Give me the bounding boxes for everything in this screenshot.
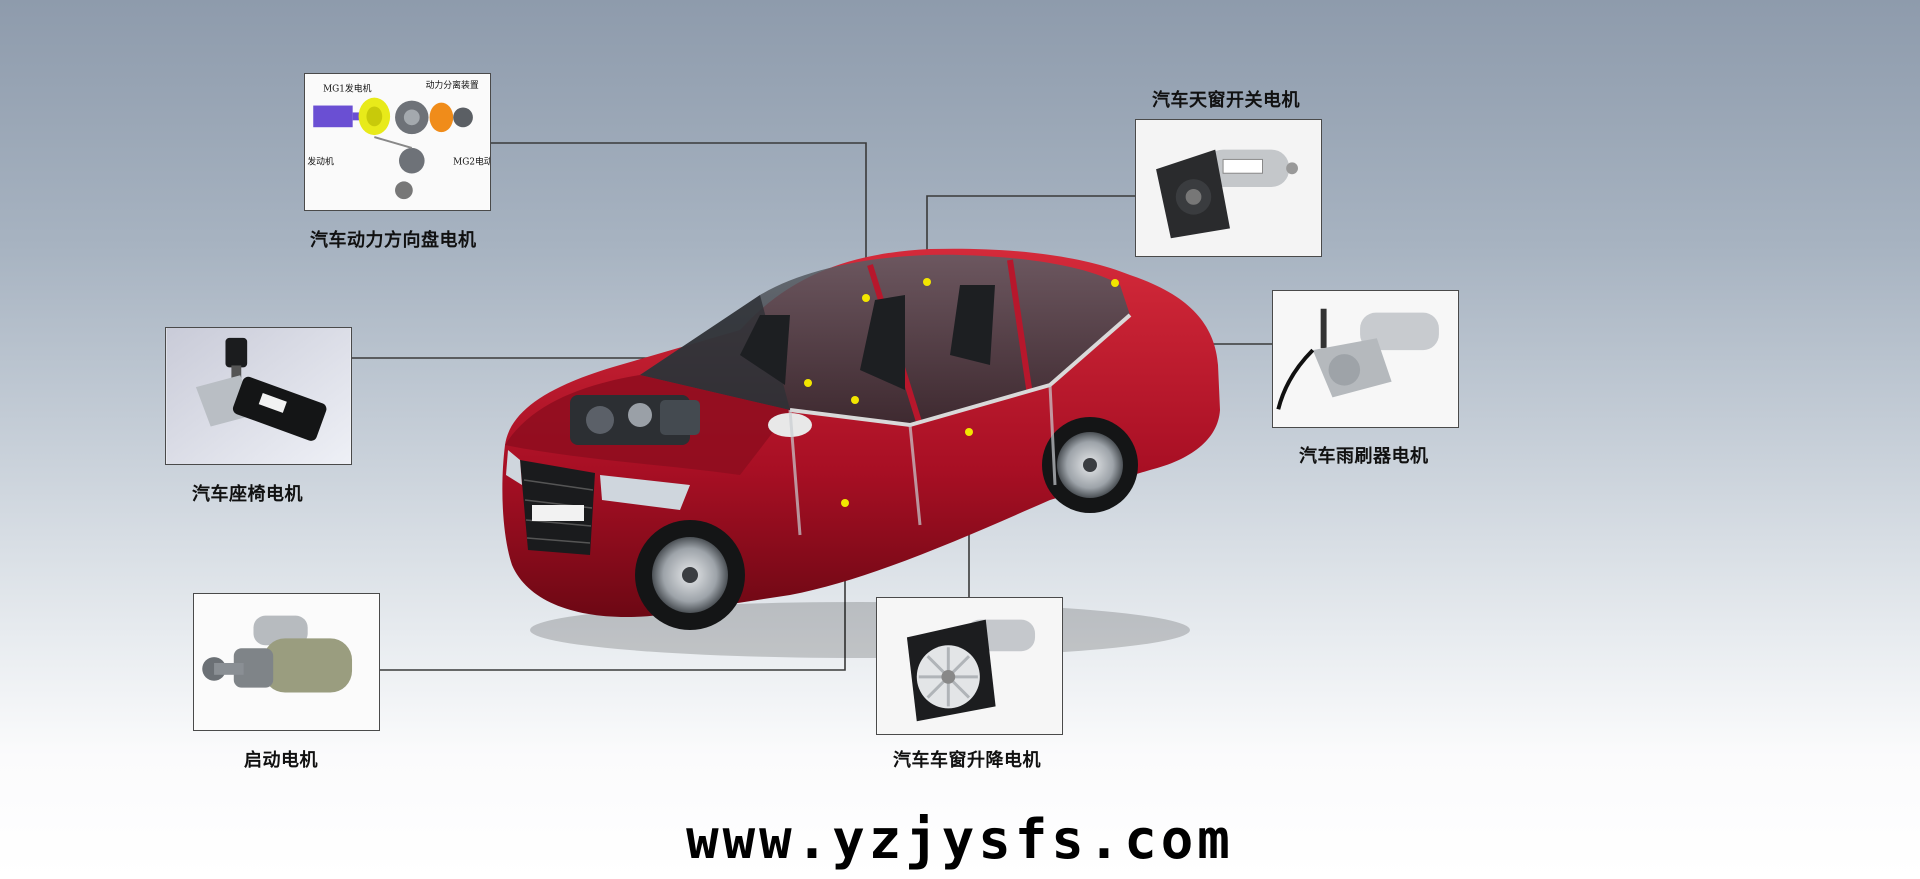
svg-text:发动机: 发动机 [307,156,334,168]
starter-motor-image [194,594,379,730]
marker-starter [841,499,849,507]
car-illustration [490,235,1230,665]
label-window-motor: 汽车车窗升降电机 [893,750,1041,771]
marker-steering [862,294,870,302]
label-starter-motor: 启动电机 [244,750,318,771]
seat-motor-image [166,328,351,464]
wiper-motor-image [1273,291,1458,427]
panel-seat-motor [165,327,352,465]
panel-wiper-motor [1272,290,1459,428]
label-seat-motor: 汽车座椅电机 [192,484,303,505]
panel-sunroof-motor [1135,119,1322,257]
engine-block-icon [313,105,353,128]
label-steering-motor: 汽车动力方向盘电机 [310,230,477,251]
leader-line-steering [491,142,867,300]
svg-text:动力分离装置: 动力分离装置 [426,79,479,91]
window-motor-image [877,598,1062,734]
svg-text:MG2电动: MG2电动 [453,156,490,168]
label-sunroof-motor: 汽车天窗开关电机 [1152,90,1300,111]
marker-wiper [1111,279,1119,287]
panel-steering-motor: MG1发电机 动力分离装置 发动机 MG2电动 [304,73,491,211]
website-url: www.yzjysfs.com [686,808,1234,871]
sunroof-motor-image [1136,120,1321,256]
hybrid-drive-diagram-image: MG1发电机 动力分离装置 发动机 MG2电动 [305,74,490,210]
svg-text:MG1发电机: MG1发电机 [323,83,372,95]
marker-window [965,428,973,436]
panel-starter-motor [193,593,380,731]
marker-sunroof [923,278,931,286]
panel-window-motor [876,597,1063,735]
marker-seat [804,379,812,387]
label-wiper-motor: 汽车雨刷器电机 [1299,446,1429,467]
